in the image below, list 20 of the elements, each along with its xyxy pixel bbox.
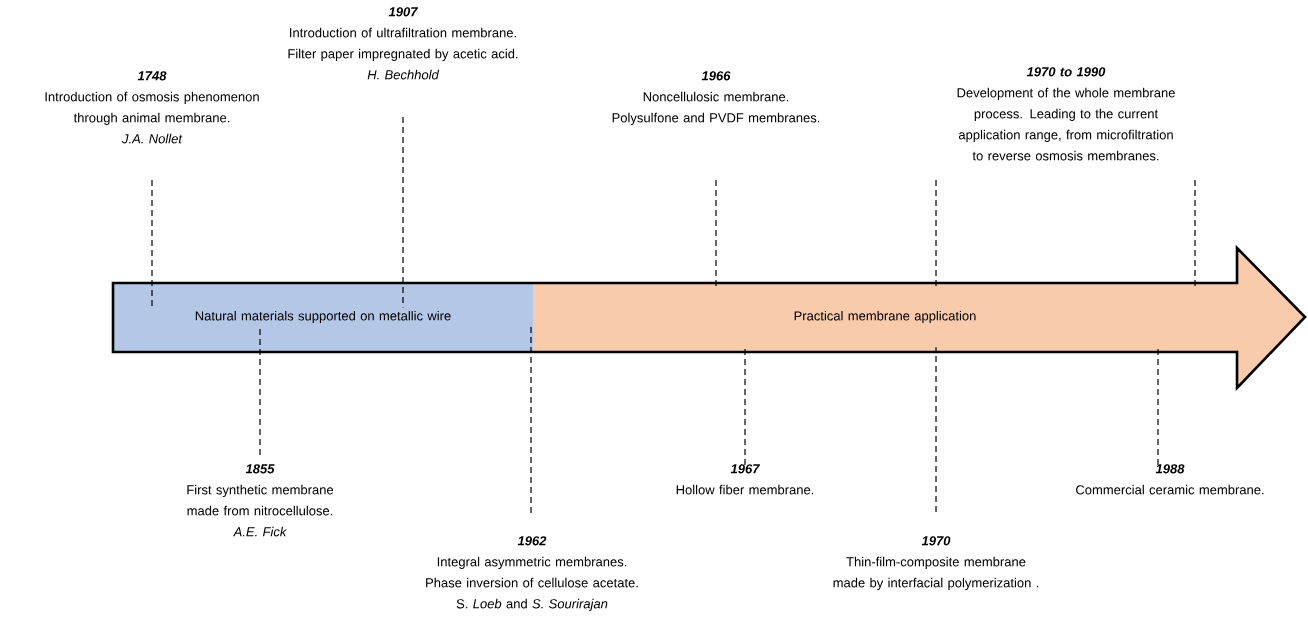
leader-line (402, 116, 404, 308)
event-text: 1962 Integral asymmetric membranes. Phase inversion of cellulose acetate. S. Loeb and S. Sourirajan (426, 536, 638, 611)
event-text: 1967 Hollow fiber membrane. (676, 464, 814, 495)
timeline-band: Natural materials supported on metallic wire (111, 281, 533, 354)
leader-line (935, 346, 937, 513)
event-text: 1748 Introduction of osmosis phenomenon through animal membrane. J.A. Nollet (45, 71, 259, 144)
event-text: 1907 Introduction of ultrafiltration membrane. Filter paper impregnated by acetic acid. H. Bechhold (288, 7, 518, 80)
leader-line (530, 326, 532, 514)
leader-line (259, 326, 261, 456)
event-text: 1970 to 1990 Development of the whole membrane process. Leading to the current application range, from microfiltration to reverse osmosis membranes. (957, 67, 1175, 161)
leader-line (715, 179, 717, 288)
leader-line (935, 179, 937, 288)
event-text: 1855 First synthetic membrane made from nitrocellulose. A.E. Fick (187, 464, 334, 537)
leader-line (1194, 179, 1196, 288)
leader-line (744, 346, 746, 466)
event-text: 1966 Noncellulosic membrane. Polysulfone and PVDF membranes. (612, 71, 820, 125)
leader-line (1157, 346, 1159, 466)
event-text: 1970 Thin-film-composite membrane made by interfacial polymerization . (833, 536, 1039, 590)
event-text: 1988 Commercial ceramic membrane. (1076, 464, 1264, 495)
leader-line (151, 179, 153, 308)
